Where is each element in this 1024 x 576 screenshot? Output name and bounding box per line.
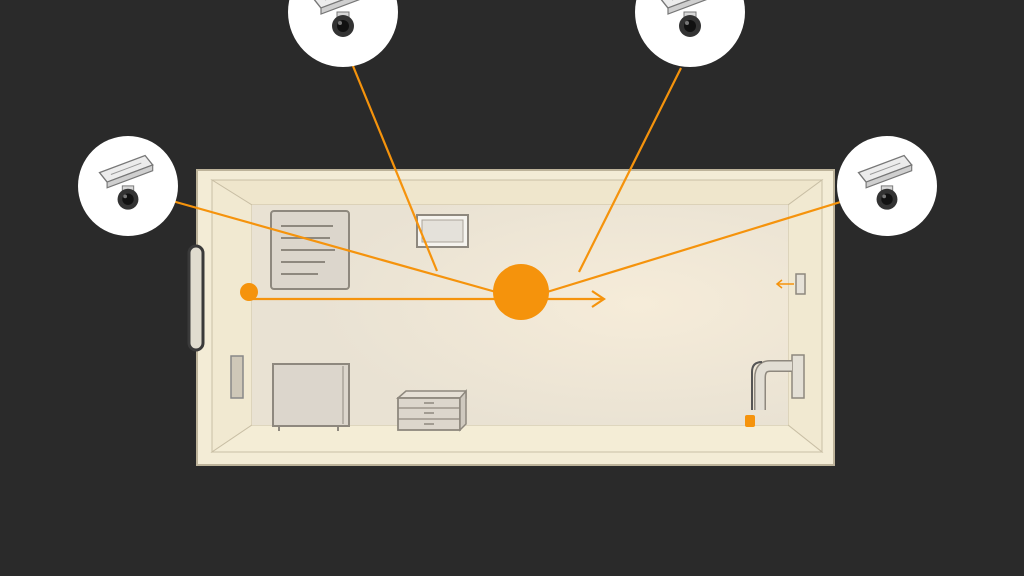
pipe-fixture — [745, 354, 805, 427]
room-right-wall — [787, 179, 823, 454]
bookshelf — [270, 210, 350, 290]
door-handle[interactable] — [187, 244, 205, 352]
wall-vent — [230, 355, 244, 399]
path-arrowhead — [591, 290, 606, 308]
beam-camera-top-left — [351, 65, 439, 272]
camera-beams — [157, 65, 861, 294]
entry-point-dot — [240, 283, 258, 301]
wall-window — [416, 214, 469, 248]
camera-top-left[interactable] — [288, 0, 398, 67]
camera-left[interactable] — [78, 136, 178, 236]
dresser-drawers — [396, 388, 467, 432]
movement-path — [240, 264, 606, 320]
room-top-wall — [210, 179, 824, 206]
beam-camera-top-right — [578, 67, 682, 273]
wall-sensor-icon — [775, 273, 806, 295]
beam-camera-right — [546, 194, 861, 294]
storage-cabinet — [272, 363, 350, 431]
detected-person-dot[interactable] — [493, 264, 549, 320]
beam-camera-left — [157, 195, 497, 294]
camera-right[interactable] — [837, 136, 937, 236]
room-bottom-wall — [210, 424, 824, 453]
camera-top-right[interactable] — [635, 0, 745, 67]
